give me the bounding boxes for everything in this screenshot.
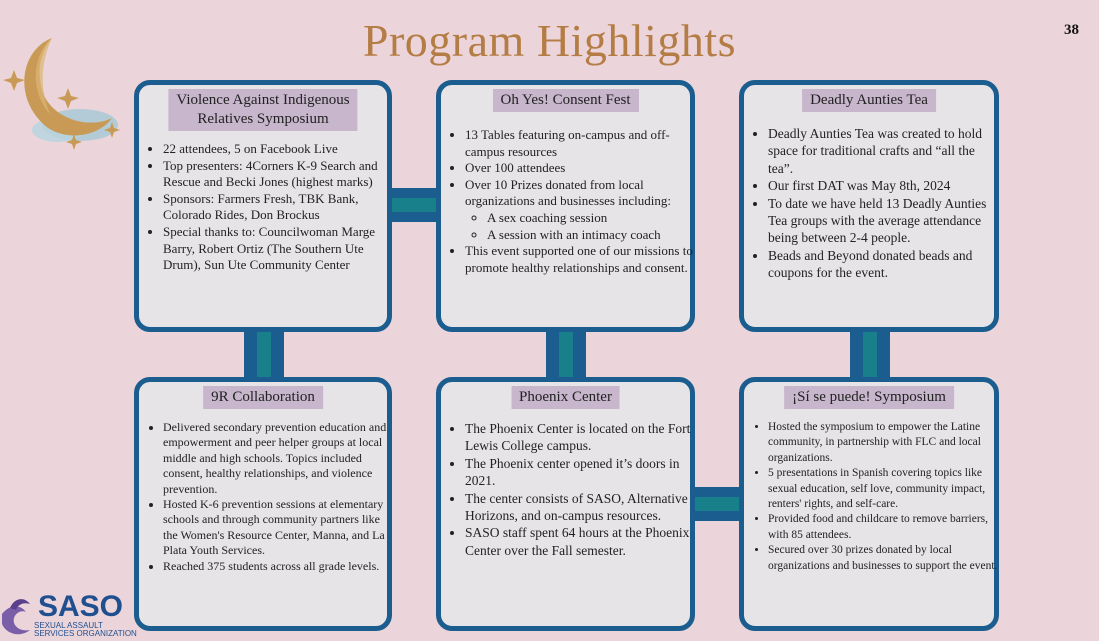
saso-logo — [2, 599, 30, 635]
card-consent-fest: Oh Yes! Consent Fest 13 Tables featuring… — [436, 80, 695, 332]
card-title-line1: Violence Against Indigenous — [176, 92, 350, 108]
connector-right-vertical — [850, 328, 890, 384]
card-title: ¡Sí se puede! Symposium — [784, 386, 954, 409]
list-item: The Phoenix center opened it’s doors in … — [465, 455, 695, 490]
card-title: 9R Collaboration — [203, 386, 323, 409]
card-list: Deadly Aunties Tea was created to hold s… — [750, 125, 1000, 282]
list-item: Over 100 attendees — [465, 160, 695, 177]
card-title: Violence Against Indigenous Relatives Sy… — [168, 89, 358, 131]
list-item: Special thanks to: Councilwoman Marge Ba… — [163, 224, 395, 274]
logo-subtitle: SEXUAL ASSAULT SERVICES ORGANIZATION — [34, 621, 137, 638]
card-symposium: Violence Against Indigenous Relatives Sy… — [134, 80, 392, 332]
page-number: 38 — [1064, 22, 1079, 38]
list-item: Secured over 30 prizes donated by local … — [768, 543, 1003, 574]
list-item: To date we have held 13 Deadly Aunties T… — [768, 195, 1000, 247]
list-item: Top presenters: 4Corners K-9 Search and … — [163, 158, 395, 191]
list-item: Over 10 Prizes donated from local organi… — [465, 177, 695, 243]
list-item: 13 Tables featuring on-campus and off-ca… — [465, 127, 695, 160]
card-list: The Phoenix Center is located on the For… — [447, 420, 695, 559]
connector-left-vertical — [244, 328, 284, 384]
list-item: 5 presentations in Spanish covering topi… — [768, 466, 1003, 512]
list-item: The center consists of SASO, Alternative… — [465, 490, 695, 525]
list-item: Hosted K-6 prevention sessions at elemen… — [163, 497, 393, 559]
list-item: Provided food and childcare to remove ba… — [768, 512, 1003, 543]
list-item: Sponsors: Farmers Fresh, TBK Bank, Color… — [163, 191, 395, 224]
list-item: SASO staff spent 64 hours at the Phoenix… — [465, 524, 695, 559]
card-si-se-puede-symposium: ¡Sí se puede! Symposium Hosted the sympo… — [739, 377, 999, 631]
list-item: Delivered secondary prevention education… — [163, 420, 393, 497]
list-item: 22 attendees, 5 on Facebook Live — [163, 141, 395, 158]
list-item: Reached 375 students across all grade le… — [163, 559, 393, 574]
list-item: This event supported one of our missions… — [465, 243, 695, 276]
card-phoenix-center: Phoenix Center The Phoenix Center is loc… — [436, 377, 695, 631]
card-deadly-aunties-tea: Deadly Aunties Tea Deadly Aunties Tea wa… — [739, 80, 999, 332]
sub-list: A sex coaching session A session with an… — [465, 210, 695, 243]
list-item: Deadly Aunties Tea was created to hold s… — [768, 125, 1000, 177]
connector-top-left — [386, 188, 442, 222]
moon-stars-icon — [3, 38, 120, 150]
card-list: 13 Tables featuring on-campus and off-ca… — [447, 127, 695, 276]
card-list: 22 attendees, 5 on Facebook Live Top pre… — [145, 141, 395, 274]
logo-name: SASO — [38, 590, 124, 623]
list-item-text: Over 10 Prizes donated from local organi… — [465, 176, 671, 209]
list-item: The Phoenix Center is located on the For… — [465, 420, 695, 455]
card-title: Deadly Aunties Tea — [802, 89, 936, 112]
card-9r-collaboration: 9R Collaboration Delivered secondary pre… — [134, 377, 392, 631]
page-title: Program Highlights — [362, 15, 737, 66]
sub-list-item: A session with an intimacy coach — [487, 227, 695, 244]
card-list: Hosted the symposium to empower the Lati… — [750, 420, 1003, 574]
sub-list-item: A sex coaching session — [487, 210, 695, 227]
list-item: Beads and Beyond donated beads and coupo… — [768, 247, 1000, 282]
list-item: Our first DAT was May 8th, 2024 — [768, 177, 1000, 194]
list-item: Hosted the symposium to empower the Lati… — [768, 420, 1003, 466]
card-title: Oh Yes! Consent Fest — [492, 89, 639, 112]
card-list: Delivered secondary prevention education… — [145, 420, 393, 574]
card-title: Phoenix Center — [511, 386, 620, 409]
connector-bottom-right — [690, 487, 746, 521]
card-title-line2: Relatives Symposium — [197, 111, 329, 127]
connector-middle-vertical — [546, 328, 586, 384]
